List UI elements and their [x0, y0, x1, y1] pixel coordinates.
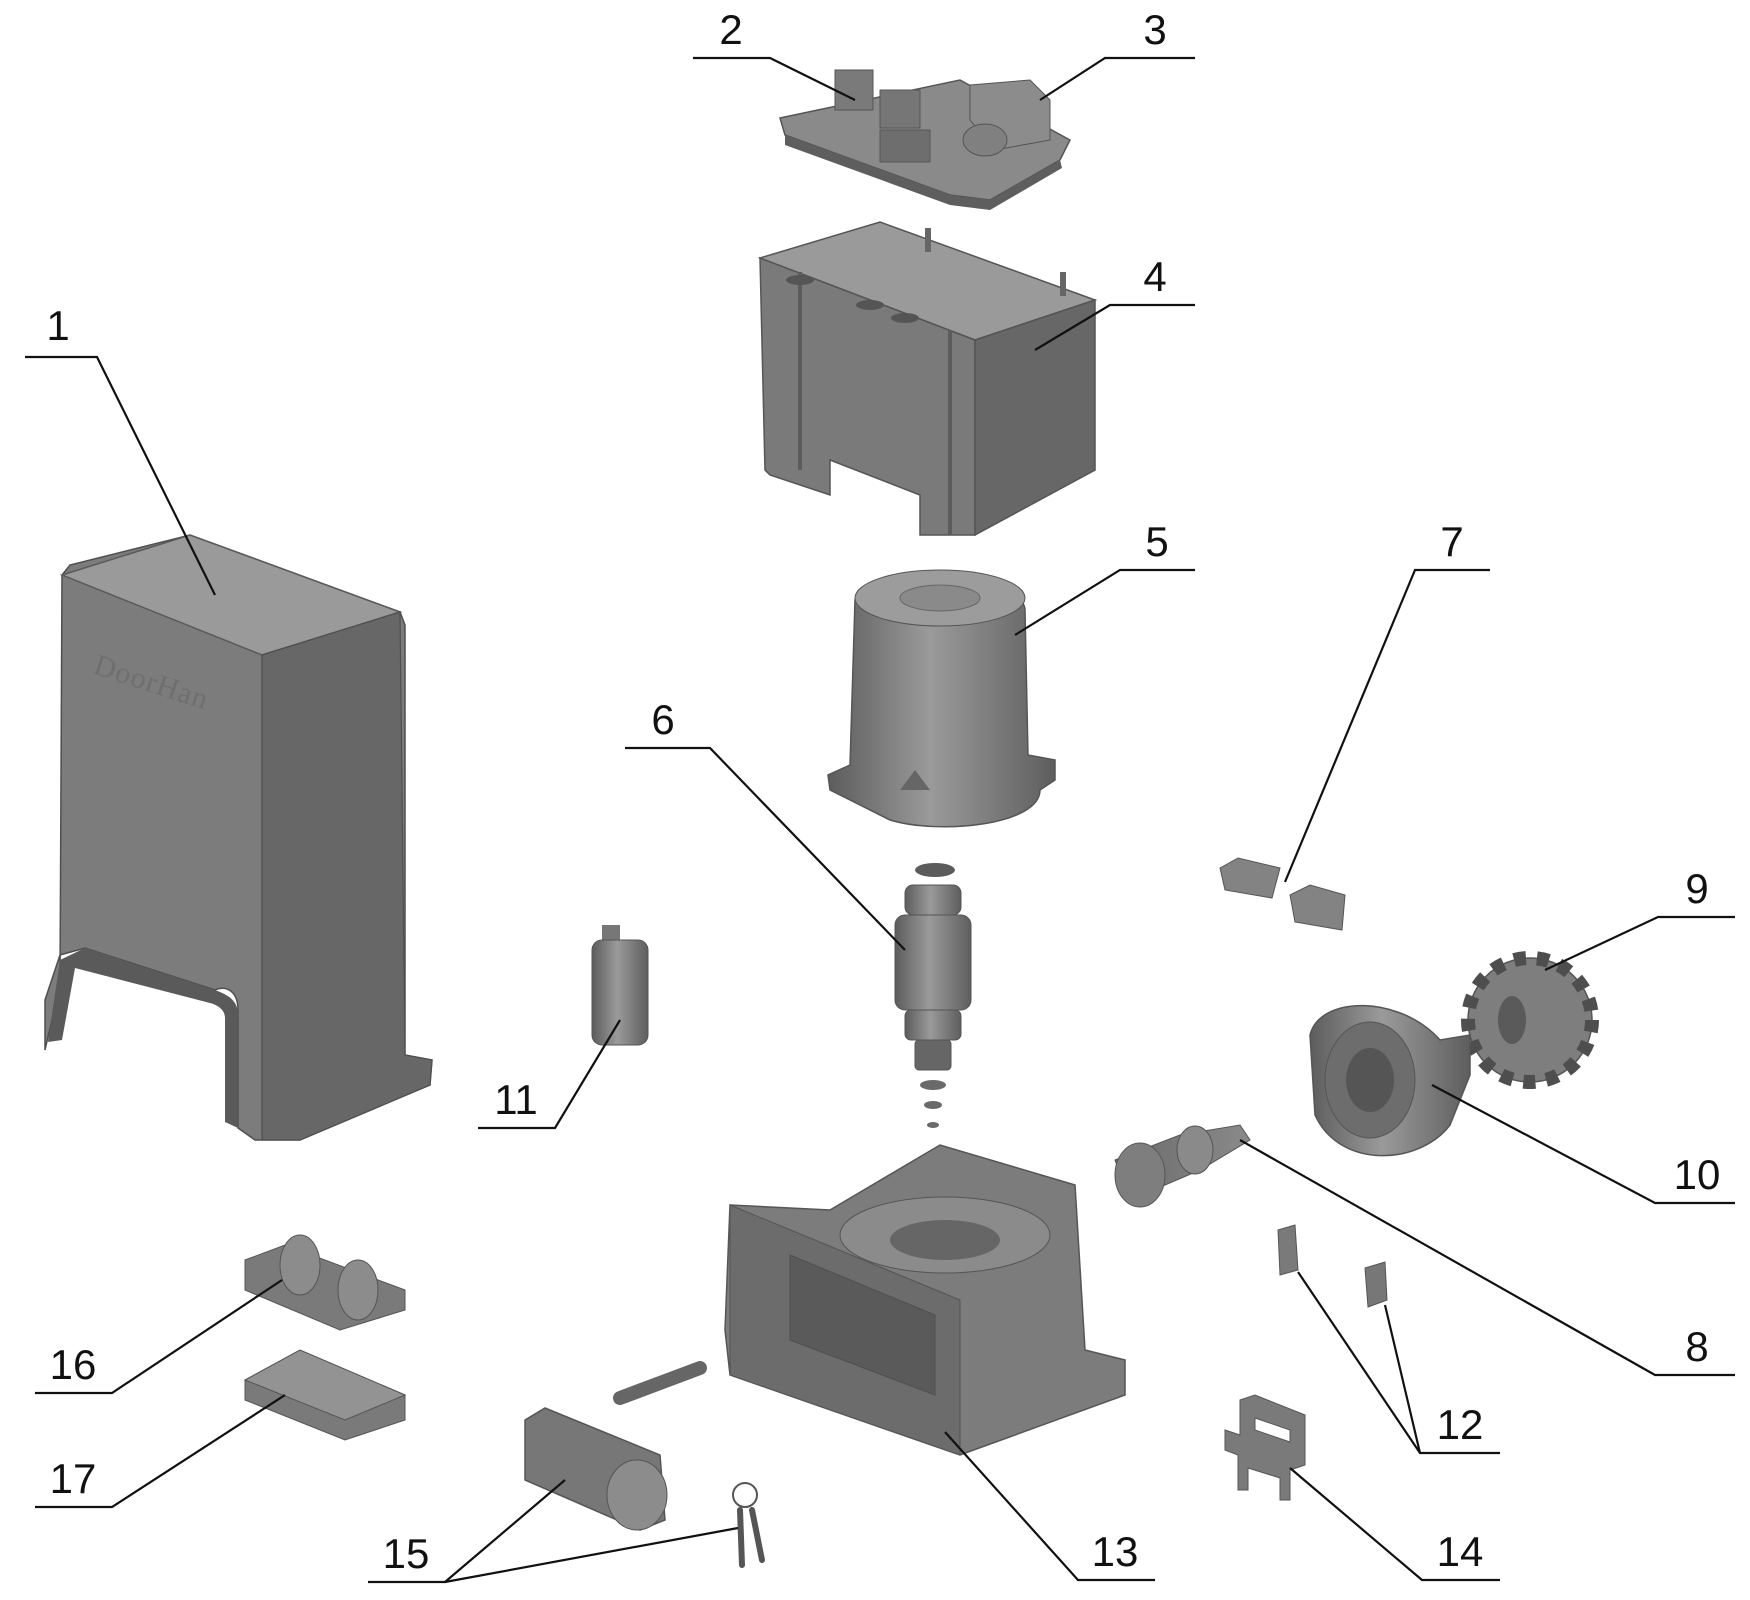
- part-8-worm-shaft: [1114, 1124, 1251, 1208]
- callout-14: 14: [1437, 1528, 1484, 1575]
- callout-12: 12: [1437, 1401, 1484, 1448]
- part-4-electronics-housing: [757, 221, 1098, 537]
- part-10-gear-housing: [1309, 1004, 1471, 1157]
- callout-2: 2: [719, 6, 742, 53]
- callout-8: 8: [1685, 1323, 1708, 1370]
- callout-3: 3: [1143, 6, 1166, 53]
- callout-17: 17: [50, 1455, 97, 1502]
- callout-4: 4: [1143, 253, 1166, 300]
- callout-16: 16: [50, 1341, 97, 1388]
- callout-11: 11: [494, 1076, 538, 1123]
- part-5-motor-cover: [827, 569, 1056, 828]
- part-17-base-pad: [243, 1349, 407, 1441]
- callout-1: 1: [46, 302, 69, 349]
- leader-lines: [25, 56, 1735, 1584]
- part-13-gearbox-base: [724, 1144, 1126, 1456]
- callout-9: 9: [1685, 865, 1708, 912]
- part-1-cover: DoorHan: [44, 534, 433, 1141]
- part-11-capacitor: [591, 925, 649, 1046]
- callout-10: 10: [1674, 1151, 1721, 1198]
- part-15-release-lock: [524, 1361, 765, 1568]
- part-7-brushes: [1219, 857, 1346, 931]
- part-9-drive-gear: [1461, 951, 1599, 1089]
- part-14-bracket: [1224, 1394, 1306, 1501]
- callout-6: 6: [651, 696, 674, 743]
- callout-5: 5: [1145, 518, 1168, 565]
- callout-7: 7: [1440, 518, 1463, 565]
- part-2-3-control-board: [779, 69, 1071, 210]
- part-6-rotor: [894, 863, 972, 1128]
- callout-numbers: 1 2 3 4 5 6 7 8 9 10 11 12 13 14 15 16 1…: [46, 6, 1720, 1577]
- part-16-roller-block: [244, 1234, 406, 1331]
- callout-15: 15: [383, 1530, 430, 1577]
- part-12-magnets: [1277, 1224, 1388, 1308]
- callout-13: 13: [1092, 1528, 1139, 1575]
